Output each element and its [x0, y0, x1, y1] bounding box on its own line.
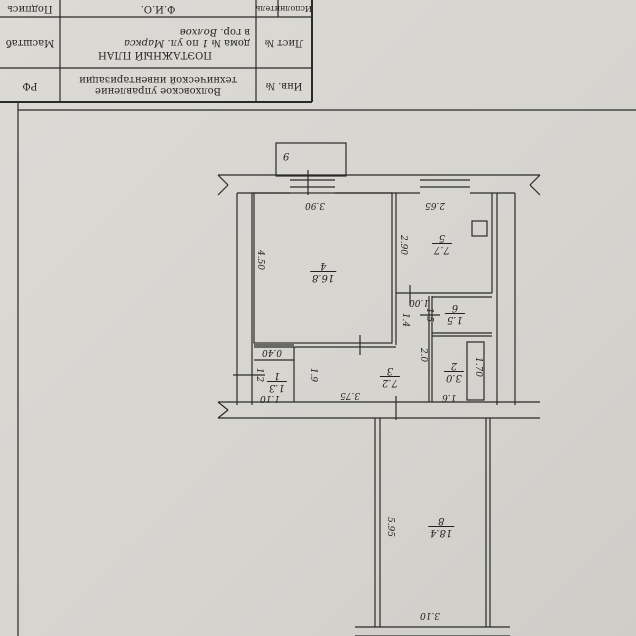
city-prefix: в гор. — [220, 25, 250, 37]
room-area: 7.2 — [380, 376, 400, 388]
dim-room8-width: 3.10 — [420, 610, 441, 620]
room-area: 18.4 — [428, 526, 455, 538]
city-line: в гор. Волхов — [180, 25, 250, 37]
dim-room1-length: 1.2 — [254, 367, 265, 383]
dim-room2-length: 1.70 — [473, 356, 484, 378]
room-area: 3.0 — [444, 371, 464, 383]
street-prefix: по ул. — [167, 37, 199, 49]
city-name: Волхов — [179, 25, 218, 37]
dim-room4-length: 4.50 — [255, 249, 266, 271]
house-number: 1 — [201, 37, 209, 49]
room-number: 6 — [451, 302, 459, 313]
dim-room4-width: 3.90 — [305, 200, 326, 210]
room-number: 3 — [386, 365, 394, 376]
room-area: 7.7 — [432, 243, 452, 255]
name-label: Ф.И.О. — [140, 3, 176, 15]
dim-room5-width: 2.65 — [425, 200, 446, 210]
organization-line-2: технической инвентаризации — [79, 74, 237, 85]
dim-hall-width: 1.4 — [400, 312, 411, 328]
room-area: 16.8 — [310, 271, 337, 283]
dim-room2-width: 1.6 — [442, 392, 457, 402]
room-number: 4 — [319, 260, 327, 271]
house-label: дома № — [211, 37, 250, 49]
room-number: 2 — [450, 360, 458, 371]
room-9-label: 9 — [283, 150, 290, 161]
performer-label: Исполнитель — [256, 4, 312, 14]
room-area: 1.5 — [445, 313, 465, 325]
dim-room3-width: 3.75 — [340, 390, 361, 400]
room-number: 8 — [437, 515, 445, 526]
plan-title: ПОЭТАЖНЫЙ ПЛАН — [98, 48, 212, 60]
sheet-label: Лист № — [264, 37, 304, 49]
organization: Волховское управление технической инвент… — [60, 68, 256, 102]
dim-room6-length: 1.5 — [424, 307, 435, 323]
dim-room5-length: 2.90 — [398, 234, 409, 256]
street-name: Маркса — [124, 37, 165, 49]
dim-room2-side: 2.0 — [418, 347, 429, 363]
scale-label: Масштаб — [5, 37, 55, 49]
dim-room8-length: 5.95 — [385, 516, 396, 538]
dim-room3-length: 1.9 — [308, 367, 319, 383]
house-line: дома № 1 по ул. Маркса — [124, 37, 250, 49]
dim-closet-width: 0.40 — [262, 347, 283, 357]
plan-title-block: ПОЭТАЖНЫЙ ПЛАН дома № 1 по ул. Маркса в … — [60, 17, 256, 68]
region-label: РФ — [22, 79, 38, 91]
dim-hall-small: 1.00 — [409, 297, 430, 307]
room-number: 5 — [438, 232, 446, 243]
signature-label: Подпись — [7, 3, 53, 15]
room-area: 1.3 — [267, 381, 287, 393]
room-number: 1 — [273, 370, 281, 381]
organization-line-1: Волховское управление — [94, 85, 222, 97]
dim-room1-width: 1.10 — [260, 393, 281, 403]
inventory-label: Инв. № — [265, 79, 303, 91]
